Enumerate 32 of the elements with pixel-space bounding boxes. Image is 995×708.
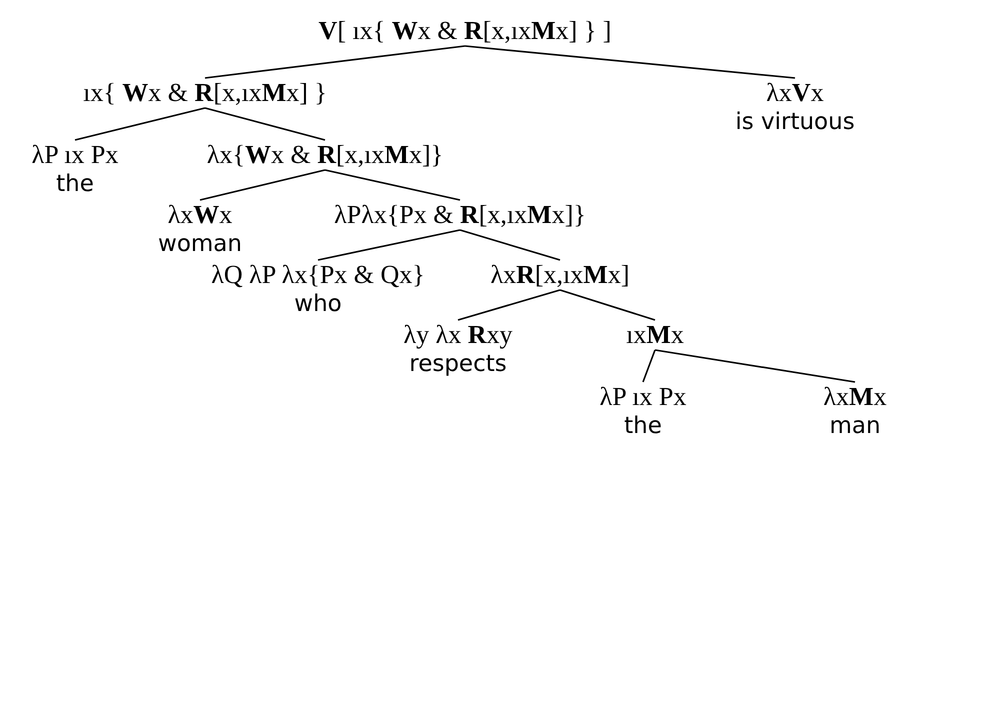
logical-formula: λy λx Rxy — [404, 320, 512, 350]
logical-formula: λP ıx Px — [32, 140, 118, 170]
logical-formula: V[ ıx{ Wx & R[x,ıxMx] } ] — [318, 16, 612, 46]
logical-formula: λxWx — [166, 200, 234, 230]
tree-branch-line — [560, 289, 656, 321]
word-gloss: the — [623, 412, 663, 440]
tree-branch-line — [324, 169, 460, 201]
word-gloss: respects — [408, 350, 508, 378]
tree-branch-line — [460, 229, 560, 261]
logical-formula: λxR[x,ıxMx] — [490, 260, 630, 290]
word-gloss: is virtuous — [735, 108, 855, 136]
logical-formula: ıxMx — [626, 320, 684, 350]
word-gloss: the — [55, 170, 95, 198]
logical-formula: λx{Wx & R[x,ıxMx]} — [206, 140, 444, 170]
word-gloss: woman — [158, 230, 242, 258]
word-gloss: who — [293, 290, 343, 318]
logical-formula: λPλx{Px & R[x,ıxMx]} — [334, 200, 586, 230]
tree-branch-line — [200, 169, 326, 201]
logical-formula: ıx{ Wx & R[x,ıxMx] } — [83, 78, 327, 108]
tree-branch-line — [458, 289, 560, 321]
logical-formula: λxVx — [765, 78, 825, 108]
tree-branch-line — [318, 229, 460, 261]
tree-branch-line — [464, 45, 796, 79]
tree-branch-line — [654, 349, 856, 383]
word-gloss: man — [828, 412, 882, 440]
logical-formula: λxMx — [823, 382, 887, 412]
tree-branch-line — [204, 107, 326, 141]
tree-branch-line — [74, 107, 206, 141]
tree-branch-line — [204, 45, 466, 79]
tree-branch-line — [642, 350, 656, 382]
logical-formula: λQ λP λx{Px & Qx} — [211, 260, 425, 290]
logical-formula: λP ıx Px — [600, 382, 686, 412]
